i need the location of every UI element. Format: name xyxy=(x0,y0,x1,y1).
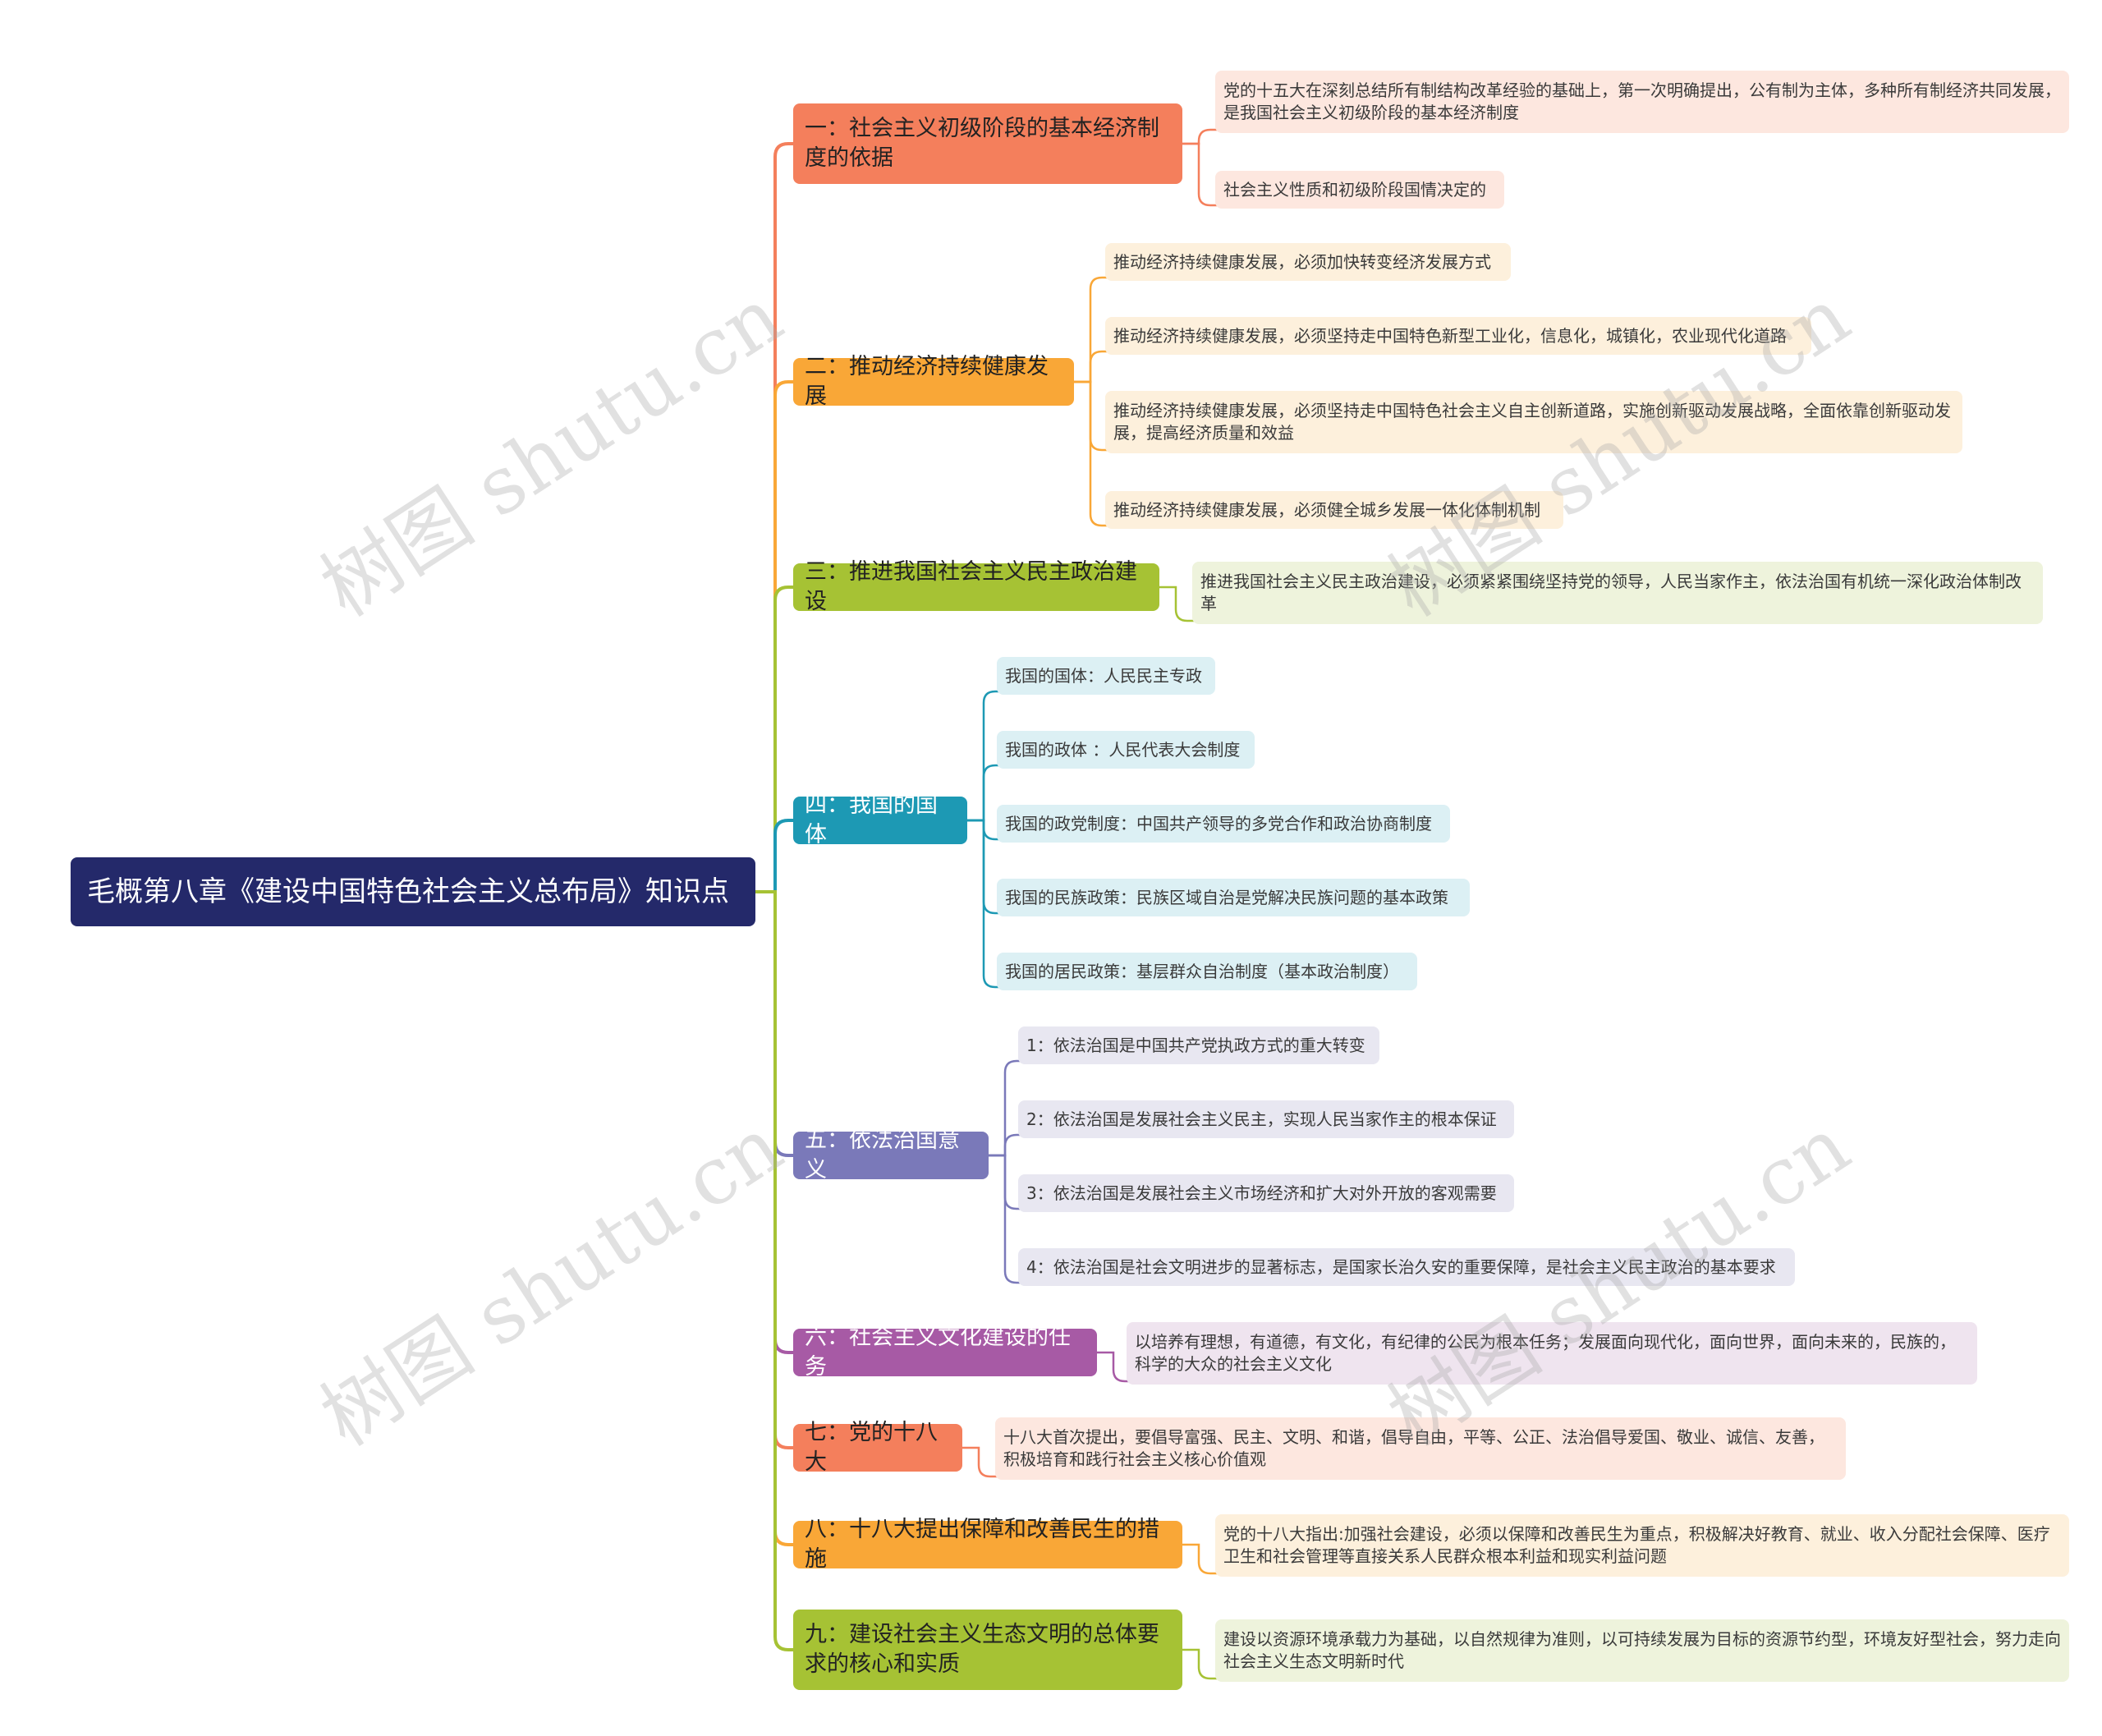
branch-connector xyxy=(755,586,793,893)
branch-topic-3[interactable]: 三：推进我国社会主义民主政治建设 xyxy=(793,559,1159,614)
leaf-connector xyxy=(989,1154,1023,1284)
leaf-connector xyxy=(1074,350,1110,383)
leaf-topic[interactable]: 推动经济持续健康发展，必须健全城乡发展一体化体制机制 xyxy=(1105,491,1563,529)
leaf-topic[interactable]: 推动经济持续健康发展，必须加快转变经济发展方式 xyxy=(1105,243,1511,281)
branch-connector xyxy=(755,890,793,1651)
leaf-topic[interactable]: 十八大首次提出，要倡导富强、民主、文明、和谐，倡导自由，平等、公正、法治倡导爱国… xyxy=(995,1417,1846,1480)
leaf-connector xyxy=(1182,128,1220,145)
leaf-connector xyxy=(1074,380,1110,527)
leaf-connector xyxy=(1074,276,1110,383)
leaf-topic[interactable]: 以培养有理想，有道德，有文化，有纪律的公民为根本任务；发展面向现代化，面向世界，… xyxy=(1127,1322,1977,1385)
leaf-connector xyxy=(1159,586,1197,622)
leaf-connector xyxy=(989,1059,1023,1157)
leaf-topic[interactable]: 党的十五大在深刻总结所有制结构改革经验的基础上，第一次明确提出，公有制为主体，多… xyxy=(1215,71,2069,133)
leaf-connector xyxy=(967,819,1002,989)
leaf-topic[interactable]: 4：依法治国是社会文明进步的显著标志，是国家长治久安的重要保障，是社会主义民主政… xyxy=(1018,1248,1795,1286)
leaf-topic[interactable]: 1：依法治国是中国共产党执政方式的重大转变 xyxy=(1018,1026,1379,1064)
branch-connector xyxy=(755,819,793,893)
leaf-topic[interactable]: 推进我国社会主义民主政治建设，必须紧紧围绕坚持党的领导，人民当家作主，依法治国有… xyxy=(1192,562,2043,624)
branch-topic-8[interactable]: 八：十八大提出保障和改善民生的措施 xyxy=(793,1517,1182,1572)
leaf-connector xyxy=(1182,1543,1220,1575)
branch-topic-9[interactable]: 九：建设社会主义生态文明的总体要求的核心和实质 xyxy=(793,1610,1182,1690)
leaf-topic[interactable]: 推动经济持续健康发展，必须坚持走中国特色新型工业化，信息化，城镇化，农业现代化道… xyxy=(1105,317,1811,355)
leaf-connector xyxy=(1182,142,1220,207)
leaf-connector xyxy=(962,1446,1000,1478)
leaf-connector xyxy=(989,1133,1023,1157)
leaf-topic[interactable]: 3：依法治国是发展社会主义市场经济和扩大对外开放的客观需要 xyxy=(1018,1174,1514,1212)
branch-connector xyxy=(755,380,793,893)
leaf-topic[interactable]: 推动经济持续健康发展，必须坚持走中国特色社会主义自主创新道路，实施创新驱动发展战… xyxy=(1105,391,1962,453)
branch-topic-5[interactable]: 五：依法治国意义 xyxy=(793,1127,989,1183)
branch-topic-4[interactable]: 四：我国的国体 xyxy=(793,792,967,847)
leaf-topic[interactable]: 建设以资源环境承载力为基础，以自然规律为准则，以可持续发展为目标的资源节约型，环… xyxy=(1215,1619,2069,1682)
root-topic[interactable]: 毛概第八章《建设中国特色社会主义总布局》知识点 xyxy=(71,857,755,926)
leaf-topic[interactable]: 社会主义性质和初级阶段国情决定的 xyxy=(1215,171,1504,209)
leaf-connector xyxy=(1097,1351,1131,1383)
leaf-connector xyxy=(967,764,1002,822)
branch-topic-2[interactable]: 二：推动经济持续健康发展 xyxy=(793,354,1074,409)
branch-topic-1[interactable]: 一：社会主义初级阶段的基本经济制度的依据 xyxy=(793,103,1182,184)
leaf-connector xyxy=(1182,1648,1220,1680)
branch-connector xyxy=(755,142,793,893)
leaf-connector xyxy=(967,690,1002,822)
leaf-topic[interactable]: 我国的国体：人民民主专政 xyxy=(997,657,1215,695)
leaf-topic[interactable]: 党的十八大指出:加强社会建设，必须以保障和改善民生为重点，积极解决好教育、就业、… xyxy=(1215,1514,2069,1577)
branch-topic-6[interactable]: 六：社会主义文化建设的任务 xyxy=(793,1325,1097,1380)
leaf-topic[interactable]: 我国的政党制度：中国共产领导的多党合作和政治协商制度 xyxy=(997,805,1450,843)
leaf-topic[interactable]: 我国的政体 ：人民代表大会制度 xyxy=(997,731,1255,769)
branch-topic-7[interactable]: 七：党的十八大 xyxy=(793,1420,962,1475)
leaf-topic[interactable]: 2：依法治国是发展社会主义民主，实现人民当家作主的根本保证 xyxy=(1018,1100,1514,1138)
leaf-topic[interactable]: 我国的民族政策：民族区域自治是党解决民族问题的基本政策 xyxy=(997,879,1470,916)
leaf-topic[interactable]: 我国的居民政策：基层群众自治制度（基本政治制度） xyxy=(997,953,1417,990)
